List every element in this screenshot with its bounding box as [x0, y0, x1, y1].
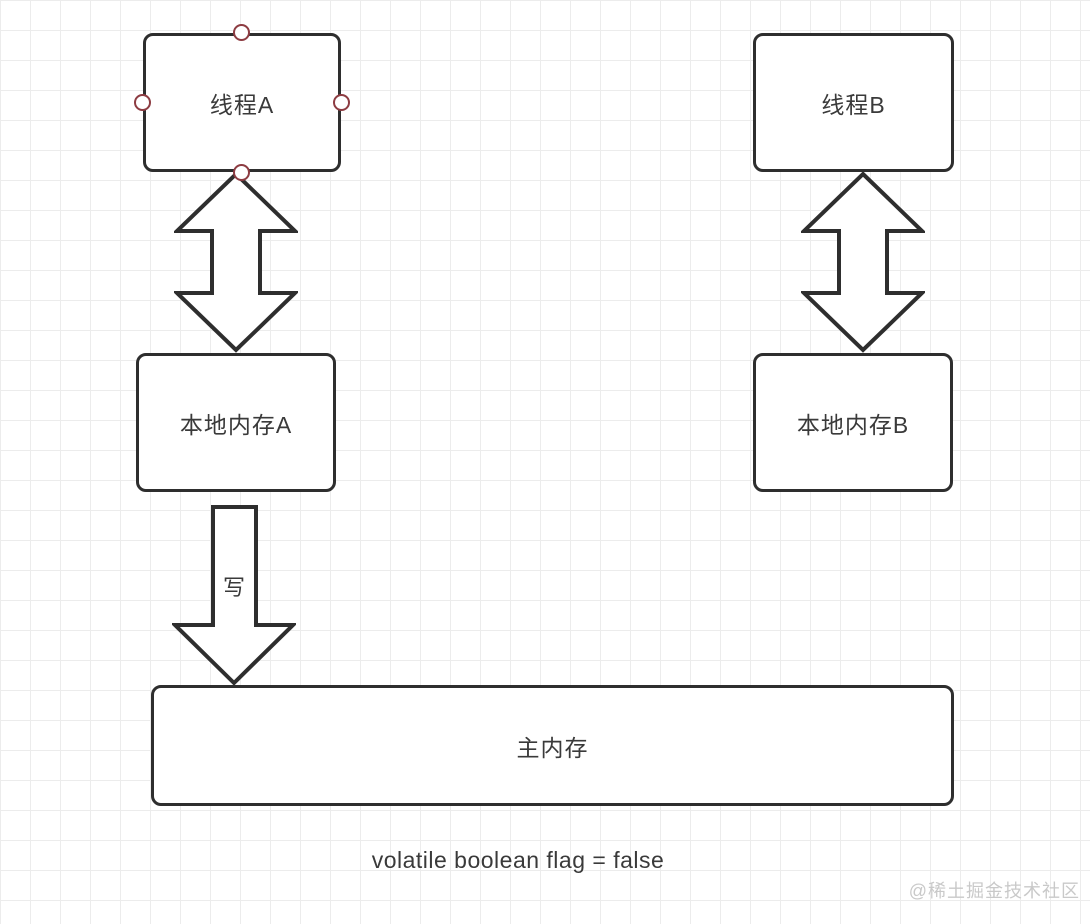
down-arrow-icon	[172, 505, 296, 686]
node-thread-a[interactable]: 线程A	[143, 33, 341, 172]
node-label: 本地内存B	[796, 411, 910, 438]
double-arrow-icon	[174, 171, 298, 353]
connection-handle-bottom[interactable]	[233, 164, 250, 181]
node-label: 线程A	[209, 91, 275, 118]
node-label: 线程B	[821, 91, 886, 118]
connection-handle-right[interactable]	[333, 94, 350, 111]
watermark: @稀土掘金技术社区	[908, 881, 1080, 901]
edge-local-memory-a-main-memory[interactable]: 写	[172, 504, 296, 686]
node-thread-b[interactable]: 线程B	[753, 33, 954, 172]
double-arrow-icon	[801, 171, 925, 353]
write-edge-label: 写	[222, 575, 245, 600]
connection-handle-left[interactable]	[134, 94, 151, 111]
node-main-memory[interactable]: 主内存	[151, 685, 954, 806]
node-local-memory-b[interactable]: 本地内存B	[753, 353, 953, 492]
node-label: 主内存	[516, 734, 589, 761]
connection-handle-top[interactable]	[233, 24, 250, 41]
edge-thread-b-local-memory-b[interactable]	[801, 171, 925, 353]
edge-thread-a-local-memory-a[interactable]	[174, 171, 298, 353]
node-label: 本地内存A	[179, 411, 293, 438]
caption-text[interactable]: volatile boolean flag = false	[371, 847, 665, 873]
node-local-memory-a[interactable]: 本地内存A	[136, 353, 336, 492]
